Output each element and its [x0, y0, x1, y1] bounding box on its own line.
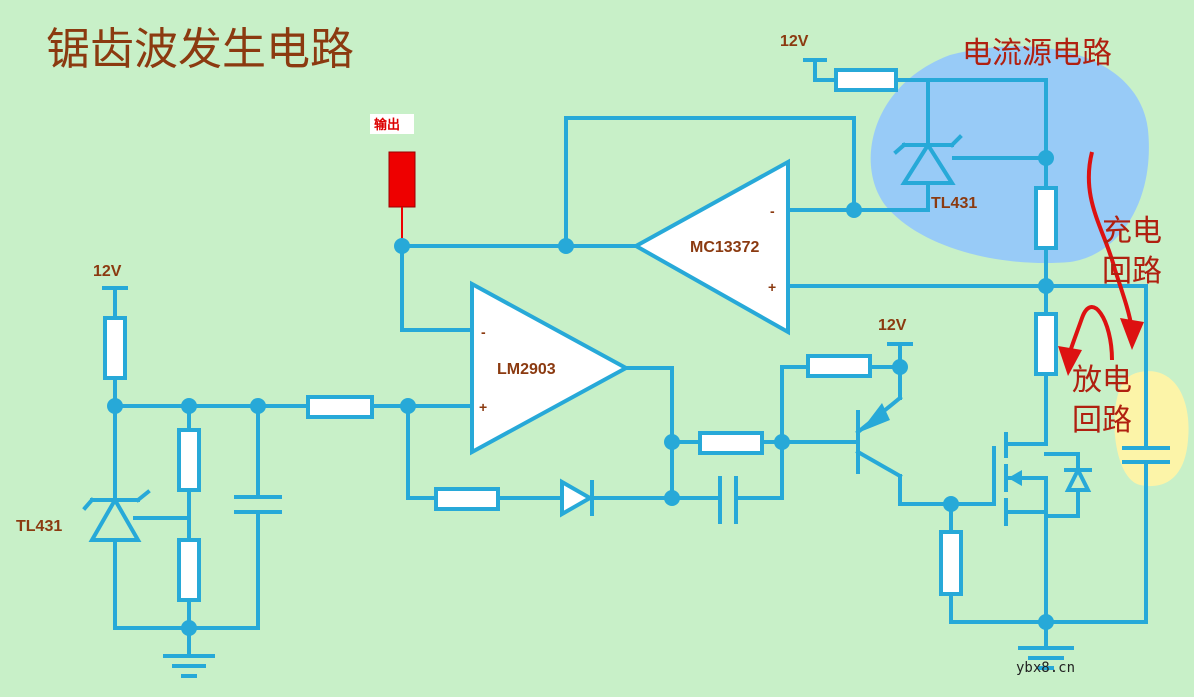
discharge-path-arrow: [1068, 305, 1114, 361]
resistor-input: [306, 395, 374, 419]
supply-label-top: 12V: [780, 33, 809, 50]
mosfet-arrow: [1008, 470, 1022, 486]
pnp-collector: [855, 449, 903, 479]
current-source-label: 电流源电路: [962, 36, 1112, 71]
pnp-arrow: [860, 403, 890, 432]
output-label-bg: [370, 114, 414, 134]
discharge-label-line1: 放电: [1072, 363, 1132, 398]
charge-label-line2: 回路: [1102, 254, 1162, 289]
resistor-sense: [1034, 186, 1058, 250]
wire: [949, 134, 963, 148]
mc13372-opamp: [631, 158, 790, 336]
charge-label-line1: 充电: [1102, 214, 1162, 249]
wire: [82, 497, 95, 511]
discharge-label-line2: 回路: [1072, 403, 1132, 438]
junction-dots: [107, 150, 1054, 636]
junction: [558, 238, 574, 254]
mc13372-plus: +: [768, 279, 776, 295]
resistor-gate: [939, 530, 963, 596]
output-label: 输出: [374, 117, 400, 133]
body-diode: [1064, 465, 1092, 492]
output-probe[interactable]: [388, 151, 416, 208]
discharge-arrowhead: [1058, 346, 1082, 376]
charge-path-arrow: [1086, 151, 1134, 331]
junction: [107, 398, 123, 414]
junction: [664, 490, 680, 506]
diode: [560, 478, 595, 518]
junction: [181, 620, 197, 636]
junction: [1038, 614, 1054, 630]
charge-arrowhead: [1120, 318, 1144, 350]
resistor-current-source: [834, 68, 898, 92]
junction: [181, 398, 197, 414]
resistor-discharge: [1034, 312, 1058, 376]
current-source-highlight: [870, 46, 1149, 264]
junction: [774, 434, 790, 450]
resistor-divider-bottom: [177, 538, 201, 602]
junction: [943, 496, 959, 512]
junction: [846, 202, 862, 218]
lm2903-comparator: [470, 280, 631, 456]
lm2903-plus: +: [479, 399, 487, 415]
wire: [135, 489, 151, 503]
junction: [664, 434, 680, 450]
mc13372-minus: -: [770, 203, 775, 219]
junction: [250, 398, 266, 414]
tl431-top-label: TL431: [931, 195, 977, 212]
resistor-left-top: [103, 316, 127, 380]
junction: [1038, 278, 1054, 294]
lm2903-minus: -: [481, 324, 486, 340]
junction: [394, 238, 410, 254]
supply-label-mid: 12V: [878, 317, 907, 334]
mc13372-label: MC13372: [690, 239, 759, 256]
supply-label-left: 12V: [93, 263, 122, 280]
lm2903-label: LM2903: [497, 361, 556, 378]
resistor-feedback: [434, 487, 500, 511]
resistor-divider-top: [177, 428, 201, 492]
diagram-title: 锯齿波发生电路: [46, 24, 354, 75]
resistor-base: [698, 431, 764, 455]
capacitor-highlight: [1114, 371, 1189, 487]
resistor-emitter: [806, 354, 872, 378]
tl431-left-label: TL431: [16, 518, 62, 535]
junction: [1038, 150, 1054, 166]
watermark: ybx8.cn: [1016, 660, 1075, 676]
junction: [892, 359, 908, 375]
wire: [893, 142, 907, 155]
tl431-left-symbol: [88, 495, 142, 542]
junction: [400, 398, 416, 414]
